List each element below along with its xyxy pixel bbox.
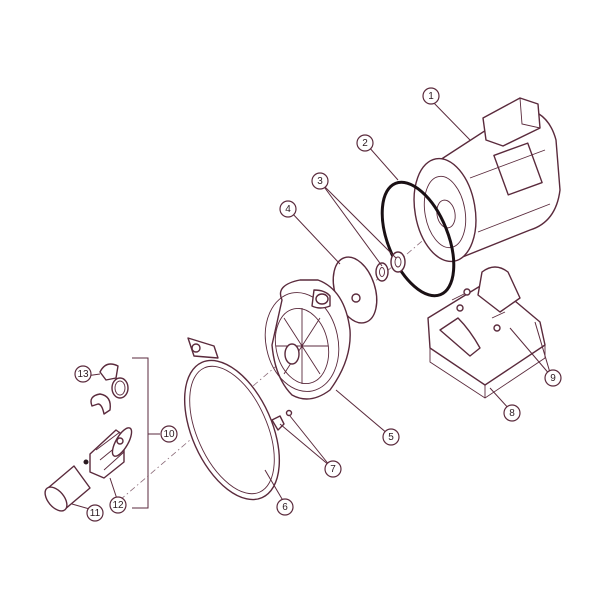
clamp-band [183, 337, 281, 501]
base-bolts [451, 288, 506, 319]
callout-10: 10 [160, 425, 178, 443]
callout-11: 11 [86, 504, 104, 522]
callout-2: 2 [356, 134, 374, 152]
callout-label-13: 13 [77, 369, 89, 380]
callout-13: 13 [74, 365, 92, 383]
callout-label-10: 10 [163, 429, 175, 440]
callout-circle-11 [86, 504, 104, 522]
motor-base [427, 266, 546, 399]
callout-6: 6 [276, 498, 294, 516]
bracket-10 [132, 357, 149, 509]
callout-circle-4 [279, 200, 297, 218]
callout-label-7: 7 [330, 464, 336, 475]
callout-label-5: 5 [388, 432, 394, 443]
callout-5: 5 [382, 428, 400, 446]
callout-label-12: 12 [112, 500, 124, 511]
callout-circle-3 [311, 172, 329, 190]
leader-lines [71, 99, 552, 511]
callout-1: 1 [422, 87, 440, 105]
callout-label-9: 9 [550, 373, 556, 384]
callout-circle-12 [109, 496, 127, 514]
callout-circle-6 [276, 498, 294, 516]
callout-circle-5 [382, 428, 400, 446]
pump-housing [264, 279, 351, 400]
o-ring [380, 180, 456, 298]
callout-4: 4 [279, 200, 297, 218]
callout-label-11: 11 [90, 508, 101, 519]
motor [413, 97, 561, 263]
pipe-section [44, 465, 91, 512]
shaft-seal [375, 251, 406, 282]
callout-label-2: 2 [362, 138, 368, 149]
callout-9: 9 [544, 369, 562, 387]
callout-3: 3 [311, 172, 329, 190]
callout-label-4: 4 [285, 204, 291, 215]
callout-circle-7 [324, 460, 342, 478]
callout-circle-10 [160, 425, 178, 443]
callout-circle-1 [422, 87, 440, 105]
callout-circle-9 [544, 369, 562, 387]
callout-circle-2 [356, 134, 374, 152]
callout-label-1: 1 [428, 91, 434, 102]
drain-plug [271, 409, 293, 431]
union-fitting [83, 427, 133, 479]
callout-circle-8 [503, 404, 521, 422]
callout-label-3: 3 [317, 176, 323, 187]
callout-12: 12 [109, 496, 127, 514]
callout-label-8: 8 [509, 408, 515, 419]
callout-7: 7 [324, 460, 342, 478]
callout-8: 8 [503, 404, 521, 422]
callout-circle-13 [74, 365, 92, 383]
callout-label-6: 6 [282, 502, 288, 513]
clip-and-o-ring [90, 363, 129, 415]
